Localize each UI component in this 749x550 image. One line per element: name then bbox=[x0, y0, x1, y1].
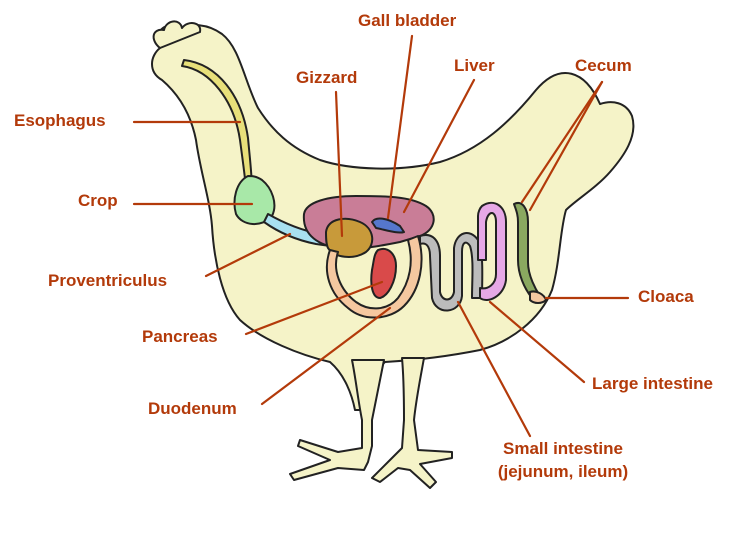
label-cloaca: Cloaca bbox=[638, 287, 694, 306]
pancreas-organ bbox=[370, 248, 397, 299]
leader-large-intestine bbox=[488, 300, 586, 384]
gall-bladder-organ bbox=[371, 217, 405, 234]
label-large-intestine: Large intestine bbox=[592, 374, 713, 393]
leader-gizzard bbox=[334, 90, 344, 238]
label-gizzard: Gizzard bbox=[296, 68, 358, 87]
label-esophagus: Esophagus bbox=[14, 111, 106, 130]
leader-gall-bladder bbox=[386, 34, 414, 220]
label-small-intestine: Small intestine (jejunum, ileum) bbox=[478, 439, 648, 482]
label-duodenum: Duodenum bbox=[148, 399, 237, 418]
gizzard-organ bbox=[325, 217, 374, 258]
label-cecum: Cecum bbox=[575, 56, 632, 75]
leader-cecum-a bbox=[528, 80, 604, 212]
label-crop: Crop bbox=[78, 191, 118, 210]
right-leg bbox=[371, 357, 453, 489]
left-leg bbox=[289, 359, 385, 481]
label-small-intestine-line1: Small intestine bbox=[503, 439, 623, 458]
leader-liver bbox=[402, 78, 476, 214]
small-intestine-organ bbox=[419, 232, 484, 312]
cloaca-organ bbox=[529, 290, 547, 304]
label-proventriculus: Proventriculus bbox=[48, 271, 168, 290]
label-small-intestine-line2: (jejunum, ileum) bbox=[497, 462, 629, 481]
leader-cecum-b bbox=[520, 80, 604, 204]
leader-pancreas bbox=[244, 280, 384, 336]
large-intestine-organ bbox=[477, 201, 507, 301]
label-liver: Liver bbox=[454, 56, 495, 75]
label-pancreas: Pancreas bbox=[142, 327, 218, 346]
label-gall-bladder: Gall bladder bbox=[358, 11, 457, 30]
chicken-comb bbox=[152, 20, 202, 49]
leader-proventriculus bbox=[204, 232, 292, 278]
leader-duodenum bbox=[260, 306, 392, 406]
leader-small-intestine bbox=[456, 300, 532, 438]
